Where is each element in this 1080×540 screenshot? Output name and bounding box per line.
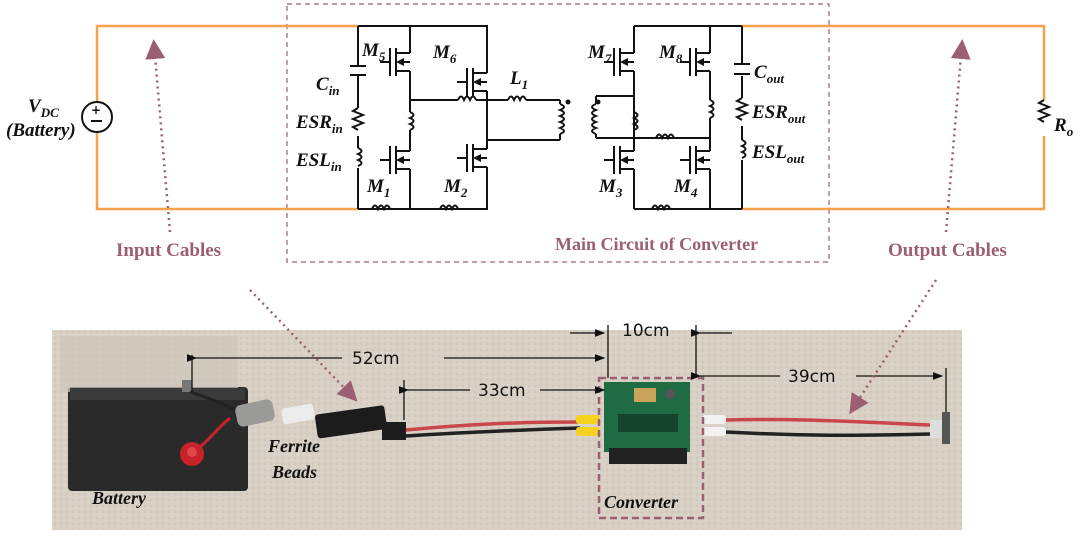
esl-out-label: ESLout — [751, 142, 805, 166]
dc-source-plus: + — [91, 103, 101, 117]
esl-in-label: ESLin — [295, 150, 342, 174]
output-cable-pair — [725, 417, 931, 427]
input-connector — [315, 405, 387, 439]
dim-39cm: 39cm — [788, 367, 836, 387]
dim-10cm: 10cm — [622, 321, 670, 341]
ferrite-caption-line2: Beads — [271, 462, 317, 482]
ferrite-bead — [235, 399, 275, 427]
esr-in-label: ESRin — [295, 112, 343, 136]
m5-label: M5 — [361, 40, 386, 64]
m8-label: M8 — [658, 42, 683, 66]
m4-label: M4 — [673, 176, 698, 200]
m2-label: M2 — [443, 176, 468, 200]
battery-caption: Battery — [91, 488, 147, 508]
dc-source-symbol — [81, 101, 113, 133]
m6-label: M6 — [432, 42, 457, 66]
stray-inductance-icon — [457, 95, 477, 101]
dim-52cm: 52cm — [352, 349, 400, 369]
input-cable-pair — [405, 420, 581, 432]
transformer — [557, 99, 601, 135]
l1-label: L1 — [509, 68, 528, 92]
mosfet-m2 — [456, 135, 488, 181]
stray-inductance-icon — [409, 111, 415, 131]
converter-outline — [597, 376, 705, 520]
dim-33cm: 33cm — [478, 381, 526, 401]
m7-label: M7 — [587, 42, 612, 66]
esr-out-label: ESRout — [751, 102, 806, 126]
converter-caption: Converter — [604, 492, 679, 512]
main-circuit-box — [286, 3, 830, 263]
battery-body — [68, 387, 248, 491]
output-terminal — [942, 412, 950, 444]
stray-inductance-icon — [709, 99, 715, 119]
m3-label: M3 — [598, 176, 623, 200]
input-cables-caption: Input Cables — [116, 240, 221, 261]
cin-label: Cin — [316, 74, 340, 98]
pointer-arrows — [145, 39, 971, 415]
hardware-photo — [52, 330, 962, 530]
mosfet-m8 — [679, 39, 711, 85]
output-cables-caption: Output Cables — [888, 240, 1007, 261]
inductor-l1 — [507, 95, 527, 101]
dimension-lines — [186, 325, 947, 420]
m1-label: M1 — [366, 176, 390, 200]
cout-label: Cout — [754, 62, 784, 86]
mosfet-m1 — [379, 137, 411, 183]
source-label: VDC — [28, 96, 59, 120]
load-label: Ro — [1053, 115, 1074, 139]
main-circuit-caption: Main Circuit of Converter — [555, 234, 758, 254]
source-note: (Battery) — [6, 120, 76, 141]
ferrite-caption-line1: Ferrite — [267, 436, 320, 456]
